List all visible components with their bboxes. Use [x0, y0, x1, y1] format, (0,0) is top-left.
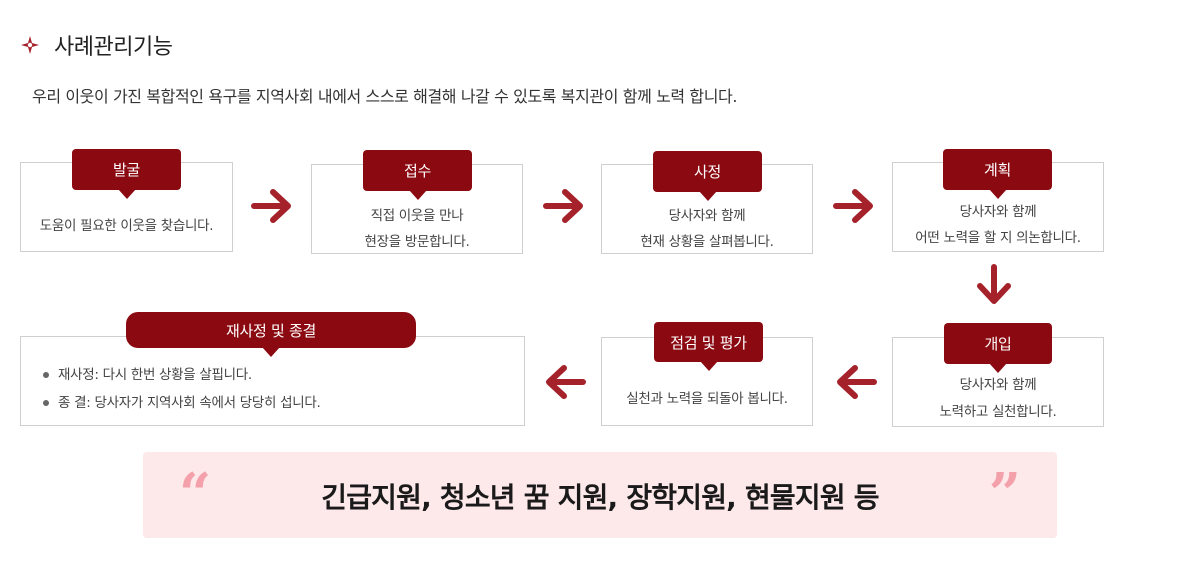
support-banner: “ 긴급지원, 청소년 꿈 지원, 장학지원, 현물지원 등 ”	[143, 452, 1057, 538]
arrow-right-icon	[833, 189, 873, 223]
arrow-right-icon	[543, 189, 583, 223]
page-subtitle: 우리 이웃이 가진 복합적인 욕구를 지역사회 내에서 스스로 해결해 나갈 수…	[32, 87, 738, 106]
arrow-down-icon	[977, 264, 1011, 304]
step-plan-text-2: 어떤 노력을 할 지 의논합니다.	[915, 230, 1081, 246]
step-plan-text-1: 당사자와 함께	[959, 204, 1037, 220]
step-assess-text-2: 현재 상황을 살펴봅니다.	[640, 234, 774, 250]
step-intake-box: 직접 이웃을 만나 현장을 방문합니다.	[311, 164, 523, 254]
step-review-text: 실천과 노력을 되돌아 봅니다.	[626, 391, 788, 407]
step-intervene-label: 개입	[944, 323, 1052, 373]
step-reassess-label: 재사정 및 종결	[126, 312, 416, 357]
section-header: 사례관리기능	[20, 30, 173, 60]
step-discover-text: 도움이 필요한 이웃을 찾습니다.	[39, 218, 214, 234]
page-title: 사례관리기능	[54, 35, 173, 60]
arrow-left-icon	[546, 365, 586, 399]
reassess-bullet-text: 재사정: 다시 한번 상황을 살핍니다.	[58, 367, 252, 383]
step-assess-text-1: 당사자와 함께	[668, 208, 746, 224]
step-review-label: 점검 및 평가	[654, 322, 763, 371]
arrow-left-icon	[837, 365, 877, 399]
list-item: 재사정: 다시 한번 상황을 살핍니다.	[43, 361, 320, 389]
step-plan-label: 계획	[943, 149, 1052, 199]
bullet-icon	[43, 400, 49, 406]
open-quote-icon: “	[179, 461, 212, 527]
bullet-icon	[43, 372, 49, 378]
step-intake-label: 접수	[363, 150, 472, 200]
banner-text: 긴급지원, 청소년 꿈 지원, 장학지원, 현물지원 등	[321, 481, 879, 514]
step-assess-label: 사정	[653, 151, 762, 201]
arrow-right-icon	[251, 189, 291, 223]
close-quote-icon: ”	[988, 461, 1021, 527]
caritas-cross-icon	[21, 36, 39, 54]
reassess-bullet-list: 재사정: 다시 한번 상황을 살핍니다. 종 결: 당사자가 지역사회 속에서 …	[43, 361, 321, 417]
step-intake-text-1: 직접 이웃을 만나	[370, 208, 464, 224]
step-discover-label: 발굴	[72, 149, 181, 199]
step-intervene-text-2: 노력하고 실천합니다.	[939, 404, 1057, 420]
closure-bullet-text: 종 결: 당사자가 지역사회 속에서 당당히 섭니다.	[58, 395, 321, 411]
step-intake-text-2: 현장을 방문합니다.	[364, 234, 470, 250]
step-intervene-text-1: 당사자와 함께	[959, 377, 1037, 393]
list-item: 종 결: 당사자가 지역사회 속에서 당당히 섭니다.	[43, 389, 321, 417]
